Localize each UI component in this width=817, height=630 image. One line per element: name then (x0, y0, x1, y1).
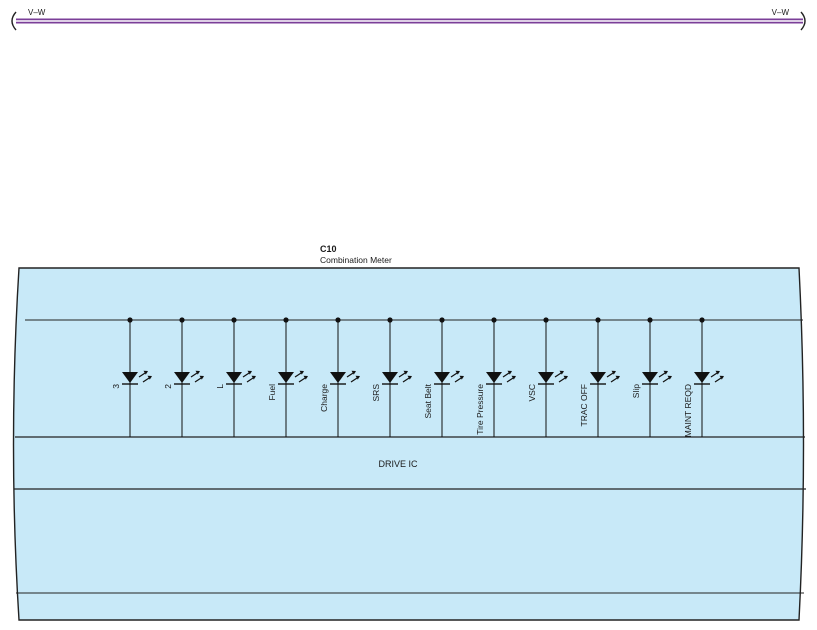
lamp-srs: SRS (371, 317, 412, 437)
indicator-lamps: 3 2 L Fuel Charge SRS Seat Belt Tire Pressure VS… (111, 317, 724, 437)
light-emission-icon (710, 370, 724, 383)
combination-meter-body: DRIVE IC (12, 267, 806, 621)
led-icon (122, 372, 138, 383)
lamp-label: Seat Belt (423, 383, 433, 418)
lamp-label: 3 (111, 384, 121, 389)
light-emission-icon (138, 370, 152, 383)
light-emission-icon (346, 370, 360, 383)
lamp-label: 2 (163, 384, 173, 389)
led-icon (538, 372, 554, 383)
lamp-label: VSC (527, 384, 537, 401)
lamp-label: Fuel (267, 384, 277, 401)
light-emission-icon (658, 370, 672, 383)
wire-color-label-left: V–W (28, 8, 46, 17)
module-outline (12, 267, 805, 621)
light-emission-icon (554, 370, 568, 383)
drive-ic-label: DRIVE IC (378, 459, 418, 469)
lamp-charge: Charge (319, 317, 360, 437)
lamp-label: MAINT REQD (683, 384, 693, 437)
wire-color-label-right: V–W (772, 8, 790, 17)
lamp-label: TRAC OFF (579, 384, 589, 427)
lamp-label: L (215, 384, 225, 389)
lamp-3: 3 (111, 317, 152, 437)
connector-id: C10 (320, 244, 337, 254)
harness-wire: V–W V–W (11, 8, 806, 31)
lamp-label: Charge (319, 384, 329, 412)
lamp-seat-belt: Seat Belt (423, 317, 464, 437)
light-emission-icon (606, 370, 620, 383)
lamp-label: Slip (631, 384, 641, 398)
led-icon (694, 372, 710, 383)
led-icon (486, 372, 502, 383)
light-emission-icon (398, 370, 412, 383)
light-emission-icon (450, 370, 464, 383)
led-icon (642, 372, 658, 383)
led-icon (382, 372, 398, 383)
light-emission-icon (502, 370, 516, 383)
led-icon (590, 372, 606, 383)
lamp-2: 2 (163, 317, 204, 437)
led-icon (278, 372, 294, 383)
connector-name: Combination Meter (320, 255, 392, 265)
led-icon (330, 372, 346, 383)
lamp-maint-reqd: MAINT REQD (683, 317, 724, 437)
lamp-l: L (215, 317, 256, 437)
lamp-label: SRS (371, 384, 381, 402)
led-icon (226, 372, 242, 383)
light-emission-icon (190, 370, 204, 383)
lamp-label: Tire Pressure (475, 384, 485, 435)
wire-break-right (800, 11, 806, 31)
led-icon (174, 372, 190, 383)
lamp-slip: Slip (631, 317, 672, 437)
light-emission-icon (242, 370, 256, 383)
led-icon (434, 372, 450, 383)
wire-break-left (11, 11, 17, 31)
lamp-vsc: VSC (527, 317, 568, 437)
light-emission-icon (294, 370, 308, 383)
lamp-trac-off: TRAC OFF (579, 317, 620, 437)
lamp-tire-pressure: Tire Pressure (475, 317, 516, 437)
lamp-fuel: Fuel (267, 317, 308, 437)
